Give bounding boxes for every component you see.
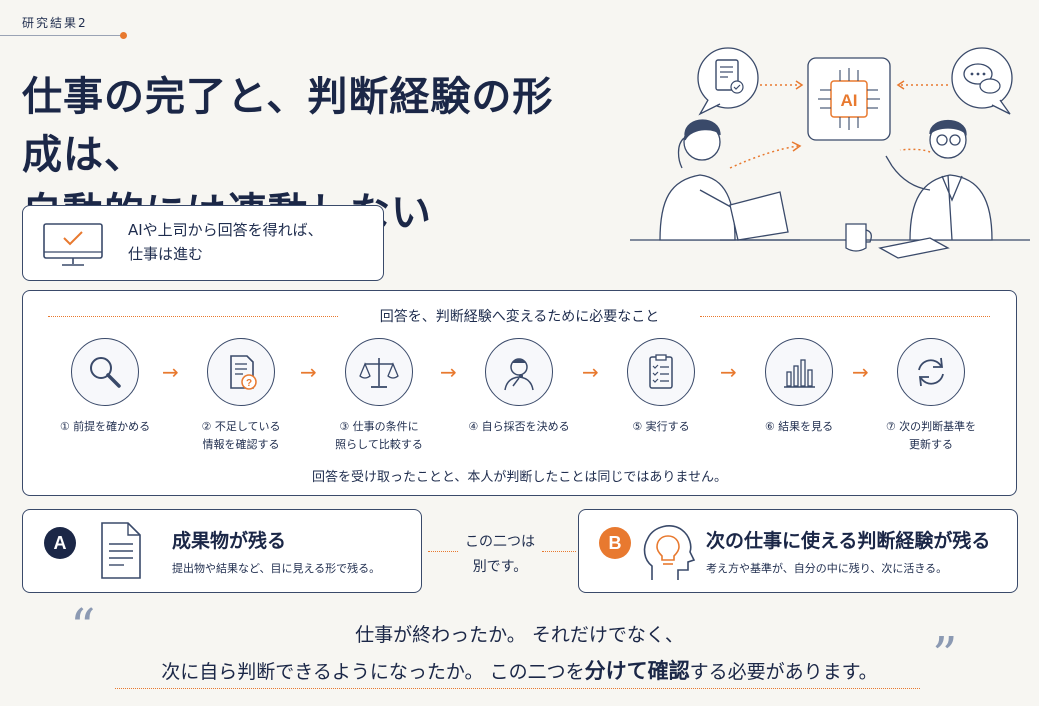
bar-chart-icon: [765, 338, 833, 406]
document-question-icon: ?: [207, 338, 275, 406]
checklist-icon: [627, 338, 695, 406]
step-4-label: ④ 自ら採否を決める: [468, 420, 570, 433]
card-a: [22, 509, 422, 593]
title-line-1: 仕事の完了と、判断経験の形成は、: [22, 73, 554, 178]
answer-card-line-2: 仕事は進む: [128, 245, 204, 263]
document-check-icon: [697, 47, 759, 116]
arrow-icon: →: [162, 360, 179, 384]
ai-chip-icon: AI: [807, 57, 891, 141]
document-icon: [101, 522, 141, 579]
step-1-label: ① 前提を確かめる: [59, 420, 151, 433]
header-dot: [120, 32, 127, 39]
arrow-icon: →: [440, 360, 457, 384]
middle-divider-right: [542, 551, 576, 552]
open-quote-icon: “: [70, 598, 96, 656]
step-6: ⑥ 結果を見る: [734, 338, 864, 436]
middle-divider-left: [428, 551, 458, 552]
head-lightbulb-icon: [643, 525, 696, 580]
steps-footer: 回答を受け取ったことと、本人が判断したことは同じではありません。: [311, 470, 728, 485]
tablet: [878, 237, 950, 259]
step-7-label: ⑦ 次の判断基準を更新する: [885, 420, 977, 451]
section-label: 研究結果2: [22, 16, 88, 30]
step-7: ⑦ 次の判断基準を更新する: [866, 338, 996, 454]
quote-line-1: 仕事が終わったか。 それだけでなく、: [355, 624, 684, 646]
heading-divider-left: [48, 316, 338, 317]
ai-text: AI: [841, 91, 858, 110]
close-quote-icon: ”: [932, 626, 958, 684]
svg-text:?: ?: [246, 378, 252, 389]
arrow-icon: →: [582, 360, 599, 384]
answer-card: [22, 205, 384, 281]
answer-card-text: AIや上司から回答を得れば、 仕事は進む: [128, 218, 323, 266]
laptop: [720, 191, 800, 241]
quote-underline: [115, 688, 920, 689]
card-a-title: 成果物が残る: [172, 530, 287, 552]
middle-note: この二つは 別です。: [440, 530, 560, 580]
magnifier-icon: [71, 338, 139, 406]
step-5-label: ⑤ 実行する: [632, 420, 690, 433]
monitor-check-icon: [43, 223, 103, 266]
step-2: ? ② 不足している情報を確認する: [176, 338, 306, 454]
card-a-subtitle: 提出物や結果など、目に見える形で残る。: [172, 562, 381, 575]
heading-divider-right: [700, 316, 990, 317]
step-5: ⑤ 実行する: [596, 338, 726, 436]
card-b-title: 次の仕事に使える判断経験が残る: [706, 530, 991, 552]
man-figure: [885, 120, 993, 241]
middle-note-line-2: 別です。: [472, 559, 528, 575]
arrow-icon: →: [300, 360, 317, 384]
quote-line-2: 次に自ら判断できるようになったか。 この二つを分けて確認する必要があります。: [161, 658, 878, 683]
meeting-illustration: AI: [630, 47, 1030, 259]
arrow-icon: →: [852, 360, 869, 384]
mug: [845, 223, 872, 252]
step-1: ① 前提を確かめる: [40, 338, 170, 436]
step-6-label: ⑥ 結果を見る: [764, 420, 834, 433]
step-4: ④ 自ら採否を決める: [454, 338, 584, 436]
woman-figure: [659, 119, 741, 241]
step-3: ③ 仕事の条件に照らして比較する: [314, 338, 444, 454]
step-3-label: ③ 仕事の条件に照らして比較する: [335, 420, 423, 451]
arrow-icon: →: [720, 360, 737, 384]
thinking-person-icon: [485, 338, 553, 406]
refresh-icon: [897, 338, 965, 406]
step-2-label: ② 不足している情報を確認する: [201, 420, 281, 451]
steps-heading: 回答を、判断経験へ変えるために必要なこと: [379, 309, 660, 325]
badge-a: A: [44, 527, 76, 559]
middle-note-line-1: この二つは: [465, 534, 535, 550]
chat-bubble-icon: [951, 47, 1013, 115]
answer-card-line-1: AIや上司から回答を得れば、: [128, 221, 323, 239]
badge-b: B: [599, 527, 631, 559]
header-divider: [0, 35, 122, 36]
card-b-subtitle: 考え方や基準が、自分の中に残り、次に活きる。: [706, 562, 948, 575]
scale-icon: [345, 338, 413, 406]
